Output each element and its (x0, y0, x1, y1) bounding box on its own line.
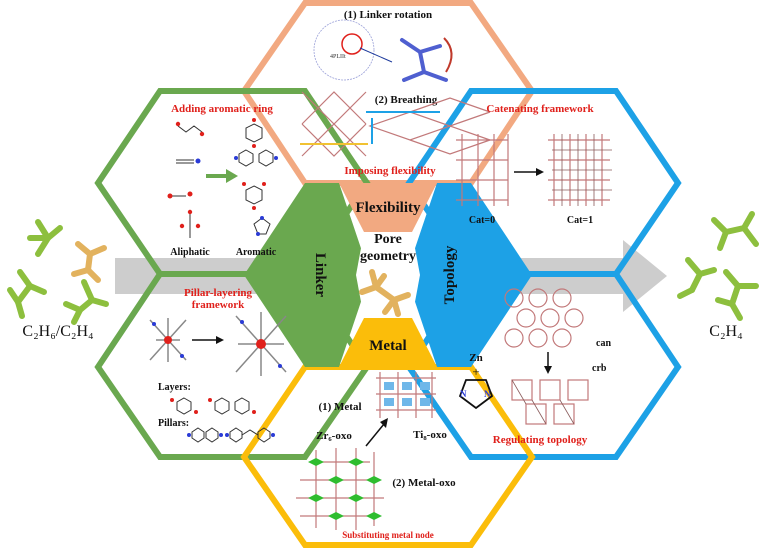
can-label: can (596, 338, 611, 349)
svg-text:N: N (484, 389, 491, 399)
crb-label: crb (592, 363, 607, 374)
zr6-oxo-framework (296, 448, 384, 530)
pillar-arrowhead (216, 336, 224, 344)
pore-geometry-line2: geometry (360, 249, 416, 264)
metal-oxo-label: (2) Metal-oxo (392, 477, 456, 489)
wedge-topology (406, 183, 532, 367)
pillar-title-line1: Pillar-layering (184, 287, 253, 299)
plus-label: + (472, 364, 479, 379)
breathing-structure-open (301, 91, 367, 157)
rotating-linker-model (400, 38, 448, 82)
rotation-network-image (313, 19, 375, 81)
pillared-framework-model (235, 312, 287, 376)
imidazole-molecule: N N (458, 379, 494, 410)
product-label: C₂H₄ (709, 323, 743, 340)
wedge-linker (244, 183, 370, 367)
aromatic-arrowhead (226, 169, 238, 183)
product-molecules (677, 211, 759, 321)
pillar-linkers (187, 427, 275, 443)
pore-geometry-line1: Pore (374, 232, 402, 247)
flexibility-label: Flexibility (356, 200, 421, 216)
zn-label: Zn (469, 352, 482, 364)
wedge-metal (339, 318, 437, 367)
metal-sub1-label: (1) Metal (318, 401, 361, 413)
zoom-line (359, 47, 393, 63)
breathing-structure-closed (368, 97, 491, 155)
rotation-hint: 4PLIIt (330, 54, 346, 60)
framework-cat1 (548, 134, 612, 206)
catenating-title: Catenating framework (486, 103, 594, 115)
topology-arrowhead (544, 366, 552, 374)
central-hexagon (244, 183, 532, 367)
rotation-highlight (341, 33, 363, 55)
panel-imposing-flexibility: (1) Linker rotation 4PLIIt (2) Breathing… (300, 9, 491, 177)
metal-label: Metal (369, 338, 406, 354)
imposing-flexibility-title: Imposing flexibility (344, 165, 436, 177)
pillars-label: Pillars: (158, 418, 189, 429)
aromatic-caption: Aromatic (236, 247, 277, 258)
mixture-label: C₂H₆/C₂H₄ (22, 323, 94, 340)
aliphatic-caption: Aliphatic (170, 247, 210, 258)
cat1-caption: Cat=1 (567, 215, 593, 226)
cat0-caption: Cat=0 (469, 215, 495, 226)
linker-rotation-label: (1) Linker rotation (344, 9, 432, 21)
can-topology-model (504, 288, 584, 348)
panel-pillar-layering: Pillar-layering framework Layers: Pillar… (149, 287, 287, 443)
topology-label: Topology (442, 245, 458, 304)
metal-node-arrowhead (380, 418, 388, 428)
layer-linkers (170, 397, 256, 415)
crb-topology-model (511, 379, 589, 425)
regulating-topology-title: Regulating topology (493, 434, 588, 446)
ti8-oxo-label: Ti₈-oxo (413, 429, 447, 441)
metal-node-arrow (365, 423, 385, 447)
ti8-oxo-framework (376, 372, 436, 418)
panel-adding-aromatic-ring: Adding aromatic ring Aliphatic Aromatic (167, 103, 278, 258)
layers-label: Layers: (158, 382, 191, 393)
pillar-title-line2: framework (192, 299, 245, 311)
single-layer-model (149, 318, 187, 362)
substituting-metal-node-title: Substituting metal node (342, 530, 434, 540)
wedge-flexibility (339, 183, 437, 232)
panel-substituting-metal-node: Zn + N N (1) Metal Ti₈-oxo Zr₆-oxo (2 (296, 352, 494, 540)
center-ethane-molecule (359, 269, 411, 317)
svg-text:N: N (460, 389, 467, 399)
feed-molecules (7, 219, 109, 325)
aromatic-linkers (234, 118, 278, 236)
panel-catenating-framework: Catenating framework Cat=0 Cat=1 (456, 103, 612, 226)
panel-regulating-topology: can crb Regulating topology (493, 288, 611, 446)
aliphatic-linkers (167, 121, 205, 238)
aromatic-title: Adding aromatic ring (171, 103, 273, 115)
catenation-arrowhead (536, 168, 544, 176)
linker-label: Linker (312, 253, 328, 298)
framework-cat0 (456, 134, 509, 206)
zr6-oxo-label: Zr₆-oxo (316, 430, 352, 442)
breathing-label: (2) Breathing (375, 94, 438, 106)
rotation-arrow (443, 37, 453, 73)
